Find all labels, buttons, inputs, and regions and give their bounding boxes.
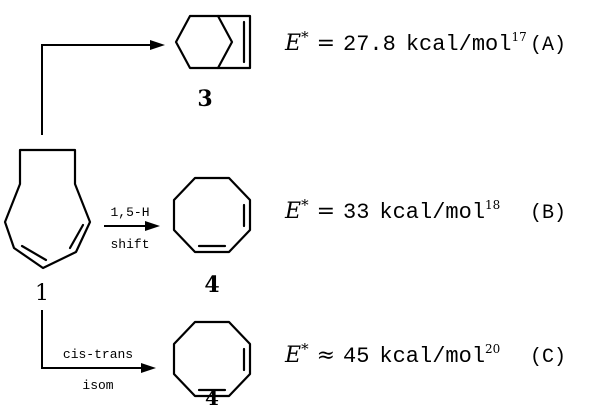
- compound-4-label-c: 4: [205, 386, 219, 405]
- arrow-to-compound-3: [41, 40, 165, 135]
- bicyclic-structure: [174, 14, 252, 70]
- equation-tag-c: (C): [530, 346, 566, 369]
- cyclooctadiene-structure-b: [172, 176, 252, 254]
- compound-4-label-b: 4: [204, 272, 219, 298]
- reactant-structure: [3, 148, 92, 270]
- condition-b-above: 1,5-H: [110, 205, 149, 220]
- condition-c-above: cis-trans: [63, 347, 133, 362]
- condition-b-below: shift: [110, 237, 149, 252]
- cyclooctadiene-structure-c: [172, 320, 252, 398]
- equation-tag-b: (B): [530, 202, 566, 225]
- equation-tag-a: (A): [530, 34, 566, 57]
- compound-3-label: 3: [197, 86, 212, 112]
- condition-c-below: isom: [82, 378, 113, 393]
- arrow-b: [104, 221, 160, 231]
- arrow-c: [41, 310, 156, 373]
- compound-1-label: 1: [35, 281, 49, 306]
